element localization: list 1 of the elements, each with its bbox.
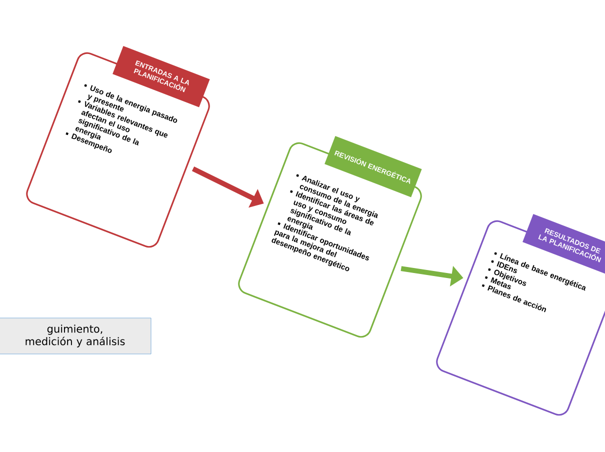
process-box: guimiento, medición y análisis (0, 318, 152, 354)
